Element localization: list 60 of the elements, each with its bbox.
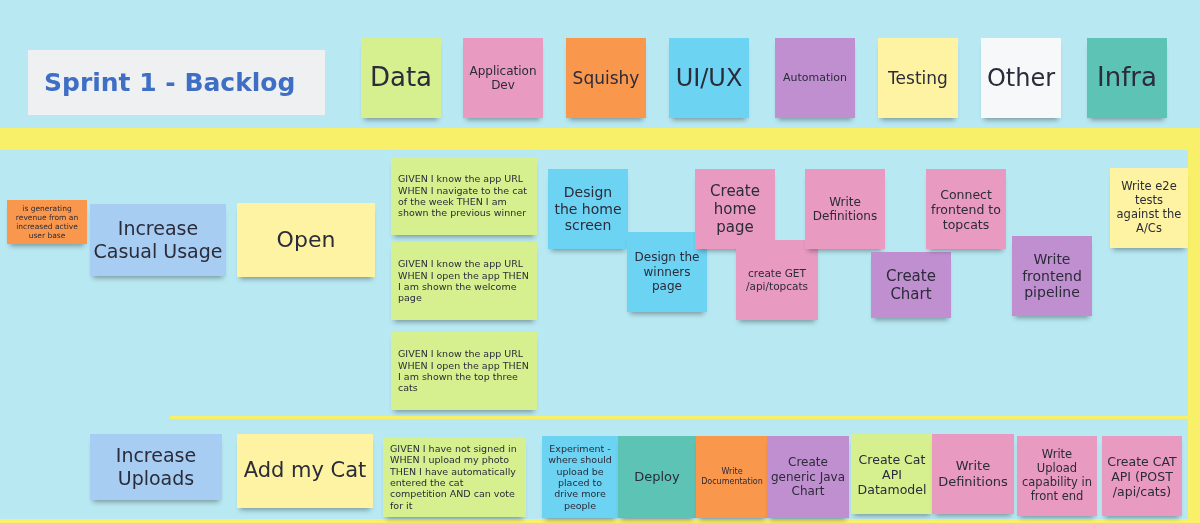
sticky-note <box>696 436 768 518</box>
legend-label: Squishy <box>572 67 640 89</box>
note-text: Create generic Java Chart <box>770 455 846 499</box>
sticky-note <box>383 437 526 517</box>
note-text: Design the home screen <box>553 183 623 235</box>
sticky-note <box>548 169 628 249</box>
sticky-note <box>871 252 951 318</box>
note-text: Connect frontend to topcats <box>930 186 1002 232</box>
note-text: Experiment - where should upload be placed to drive more people <box>547 442 613 512</box>
sticky-note <box>851 434 933 514</box>
sticky-note <box>695 169 775 249</box>
sticky-note <box>391 157 537 235</box>
board-title: Sprint 1 - Backlog <box>44 68 296 97</box>
note-text: Add my Cat <box>243 458 367 484</box>
sticky-note <box>627 232 707 312</box>
note-text: Write Definitions <box>811 194 879 224</box>
note-text: Design the winners page <box>633 250 701 294</box>
legend-label: Automation <box>782 71 848 85</box>
sticky-note <box>391 332 537 410</box>
sticky-note <box>618 436 696 518</box>
note-text: create GET /api/topcats <box>744 267 810 293</box>
note-text: Write e2e tests against the A/Cs <box>1115 180 1183 236</box>
legend-label: Testing <box>888 67 948 89</box>
legend-label: Infra <box>1097 62 1157 94</box>
note-text: Deploy <box>634 469 680 485</box>
note-text: Increase Uploads <box>114 444 198 490</box>
note-text: Write Definitions <box>937 458 1009 490</box>
note-text: GIVEN I know the app URL WHEN I open the app THEN I am shown the welcome page <box>398 258 530 304</box>
note-text: GIVEN I know the app URL WHEN I navigate to the cat of the week THEN I am shown the previous winner <box>398 173 528 219</box>
sticky-note <box>932 434 1014 514</box>
sticky-note <box>391 242 537 320</box>
note-text: GIVEN I know the app URL WHEN I open the app THEN I am shown the top three cats <box>398 348 530 394</box>
note-text: Open <box>276 226 336 254</box>
note-text: Write frontend pipeline <box>1021 250 1083 302</box>
note-text: Write Documentation <box>700 467 764 487</box>
note-text: GIVEN I have not signed in WHEN I upload my photo THEN I have automatically entered the cat competition AND can vote for it <box>390 442 518 512</box>
sticky-note <box>1102 436 1182 516</box>
sticky-note <box>736 240 818 320</box>
sticky-note <box>926 169 1006 249</box>
note-text: Create Cat API Datamodel <box>856 451 928 497</box>
sticky-note <box>805 169 885 249</box>
legend-label: Other <box>986 63 1056 93</box>
note-text: Create CAT API (POST /api/cats) <box>1106 453 1178 499</box>
note-text: Write Upload capability in front end <box>1020 448 1094 504</box>
sticky-note <box>767 436 849 518</box>
sticky-note <box>90 434 222 500</box>
sticky-note <box>1110 168 1188 248</box>
sticky-note <box>237 203 375 277</box>
sticky-note <box>542 436 618 518</box>
sticky-note <box>1012 236 1092 316</box>
legend-label: Data <box>369 62 433 94</box>
note-text: Create Chart <box>885 267 937 303</box>
legend-label: Application Dev <box>468 63 538 93</box>
sticky-note <box>7 200 87 244</box>
note-text: Increase Casual Usage <box>93 217 223 263</box>
sticky-note <box>90 204 226 276</box>
sticky-note <box>1017 436 1097 516</box>
legend-label: UI/UX <box>675 63 743 93</box>
sticky-note <box>237 434 373 508</box>
note-text: Create home page <box>709 182 761 236</box>
